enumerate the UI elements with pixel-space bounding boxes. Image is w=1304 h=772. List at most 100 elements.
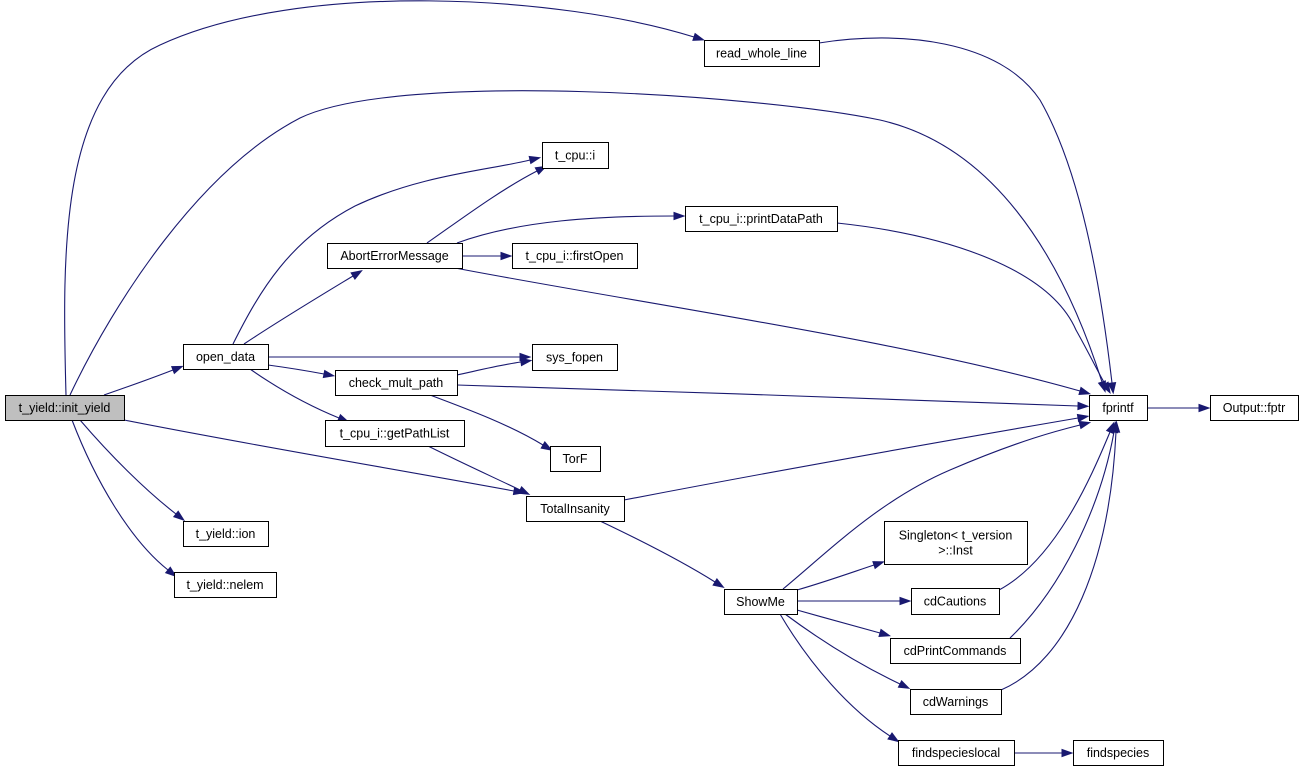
edge-line xyxy=(243,275,354,345)
node-init-yield[interactable]: t_yield::init_yield xyxy=(5,395,125,421)
node-cdcautions[interactable]: cdCautions xyxy=(911,588,1000,615)
edge-read_whole_line-to-fprintf xyxy=(818,37,1117,395)
arrow-head-icon xyxy=(673,211,686,221)
node-label: Singleton< t_version xyxy=(899,529,1013,543)
node-label: Output::fptr xyxy=(1223,401,1286,415)
arrow-head-icon xyxy=(887,732,900,743)
node-t-cpu-i[interactable]: t_cpu::i xyxy=(542,142,609,169)
node-box xyxy=(724,589,798,615)
arrow-head-icon xyxy=(692,32,706,41)
arrow-head-icon xyxy=(540,441,553,451)
edge-line xyxy=(64,0,695,396)
edge-ShowMe-to-fprintf xyxy=(782,420,1092,590)
node-box xyxy=(512,243,638,269)
edge-line xyxy=(249,368,340,419)
node-box xyxy=(685,206,838,232)
node-getpathlist[interactable]: t_cpu_i::getPathList xyxy=(325,420,465,447)
arrow-head-icon xyxy=(170,365,184,375)
arrow-head-icon xyxy=(712,578,725,589)
node-aborterrormessage[interactable]: AbortErrorMessage xyxy=(327,243,463,269)
arrow-head-icon xyxy=(1101,381,1111,394)
node-cdwarnings[interactable]: cdWarnings xyxy=(910,689,1002,715)
node-label: check_mult_path xyxy=(349,376,444,390)
edge-line xyxy=(782,424,1081,590)
edge-line xyxy=(1000,431,1117,691)
node-box xyxy=(910,689,1002,715)
edge-line xyxy=(232,159,531,345)
node-torf[interactable]: TorF xyxy=(550,446,601,472)
node-totalinsanity[interactable]: TotalInsanity xyxy=(526,496,625,522)
node-printdatapath[interactable]: t_cpu_i::printDataPath xyxy=(685,206,838,232)
nodes-layer: t_yield::init_yield open_data read_whole_l… xyxy=(5,40,1299,766)
node-findspecies[interactable]: findspecies xyxy=(1073,740,1164,766)
node-label: cdPrintCommands xyxy=(904,644,1007,658)
arrow-head-icon xyxy=(1107,382,1117,395)
edge-ShowMe-to-Singleton xyxy=(796,561,885,591)
edge-init_yield-to-nelem xyxy=(71,419,177,578)
arrow-head-icon xyxy=(1078,386,1092,396)
node-label: cdWarnings xyxy=(923,695,989,709)
node-label: t_cpu::i xyxy=(555,149,595,163)
edge-AbortErrorMessage-to-firstOpen xyxy=(461,251,513,261)
node-box xyxy=(174,572,277,598)
edge-line xyxy=(429,394,544,446)
node-firstopen[interactable]: t_cpu_i::firstOpen xyxy=(512,243,638,269)
node-label: AbortErrorMessage xyxy=(340,249,448,263)
edge-line xyxy=(456,215,675,244)
node-showme[interactable]: ShowMe xyxy=(724,589,798,615)
node-read-whole-line[interactable]: read_whole_line xyxy=(704,40,820,67)
node-ion[interactable]: t_yield::ion xyxy=(183,521,269,547)
node-label: findspecies xyxy=(1087,746,1150,760)
edge-line xyxy=(456,384,1079,407)
edge-ShowMe-to-cdPrintCommands xyxy=(796,609,892,638)
edge-check_mult_path-to-TorF xyxy=(429,394,553,451)
edge-line xyxy=(784,613,901,685)
node-sys-fopen[interactable]: sys_fopen xyxy=(532,344,618,371)
arrow-head-icon xyxy=(500,251,513,261)
edge-line xyxy=(69,90,1103,396)
node-label: t_yield::nelem xyxy=(186,578,263,592)
edge-open_data-to-sys_fopen xyxy=(268,352,532,362)
node-cdprintcommands[interactable]: cdPrintCommands xyxy=(890,638,1021,664)
arrow-head-icon xyxy=(1076,413,1090,423)
edge-line xyxy=(426,170,538,244)
edge-AbortErrorMessage-to-printDataPath xyxy=(456,211,686,244)
edge-line xyxy=(79,419,177,515)
node-output-fptr[interactable]: Output::fptr xyxy=(1210,395,1299,421)
node-nelem[interactable]: t_yield::nelem xyxy=(174,572,277,598)
node-label: TorF xyxy=(563,452,588,466)
edge-AbortErrorMessage-to-t_cpu_i xyxy=(426,165,548,244)
edges-layer xyxy=(64,0,1211,758)
edge-init_yield-to-read_whole_line xyxy=(64,0,706,396)
edge-line xyxy=(1009,431,1115,639)
edge-line xyxy=(267,364,325,375)
node-box xyxy=(542,142,609,169)
node-check-mult-path[interactable]: check_mult_path xyxy=(335,370,458,396)
node-box xyxy=(526,496,625,522)
node-box xyxy=(884,521,1028,565)
arrow-head-icon xyxy=(1077,401,1090,411)
edge-ShowMe-to-findspecieslocal xyxy=(779,613,900,743)
node-box xyxy=(335,370,458,396)
edge-line xyxy=(454,267,1081,392)
node-fprintf[interactable]: fprintf xyxy=(1089,395,1148,421)
node-box xyxy=(550,446,601,472)
node-box xyxy=(327,243,463,269)
node-box xyxy=(1089,395,1148,421)
edge-open_data-to-t_cpu_i xyxy=(232,155,542,345)
edge-line xyxy=(427,445,521,491)
node-label: TotalInsanity xyxy=(540,502,610,516)
node-findspecieslocal[interactable]: findspecieslocal xyxy=(898,740,1015,766)
node-label: t_cpu_i::getPathList xyxy=(340,427,450,441)
node-label: >::Inst xyxy=(938,544,973,558)
node-open-data[interactable]: open_data xyxy=(183,344,269,370)
edge-printDataPath-to-fprintf xyxy=(836,222,1111,394)
node-singleton[interactable]: Singleton< t_version>::Inst xyxy=(884,521,1028,565)
node-box xyxy=(890,638,1021,664)
edge-ShowMe-to-cdCautions xyxy=(797,596,912,606)
edge-init_yield-to-ion xyxy=(79,419,186,522)
edge-ShowMe-to-cdWarnings xyxy=(784,613,911,689)
node-label: sys_fopen xyxy=(546,351,603,365)
edge-line xyxy=(623,417,1079,501)
